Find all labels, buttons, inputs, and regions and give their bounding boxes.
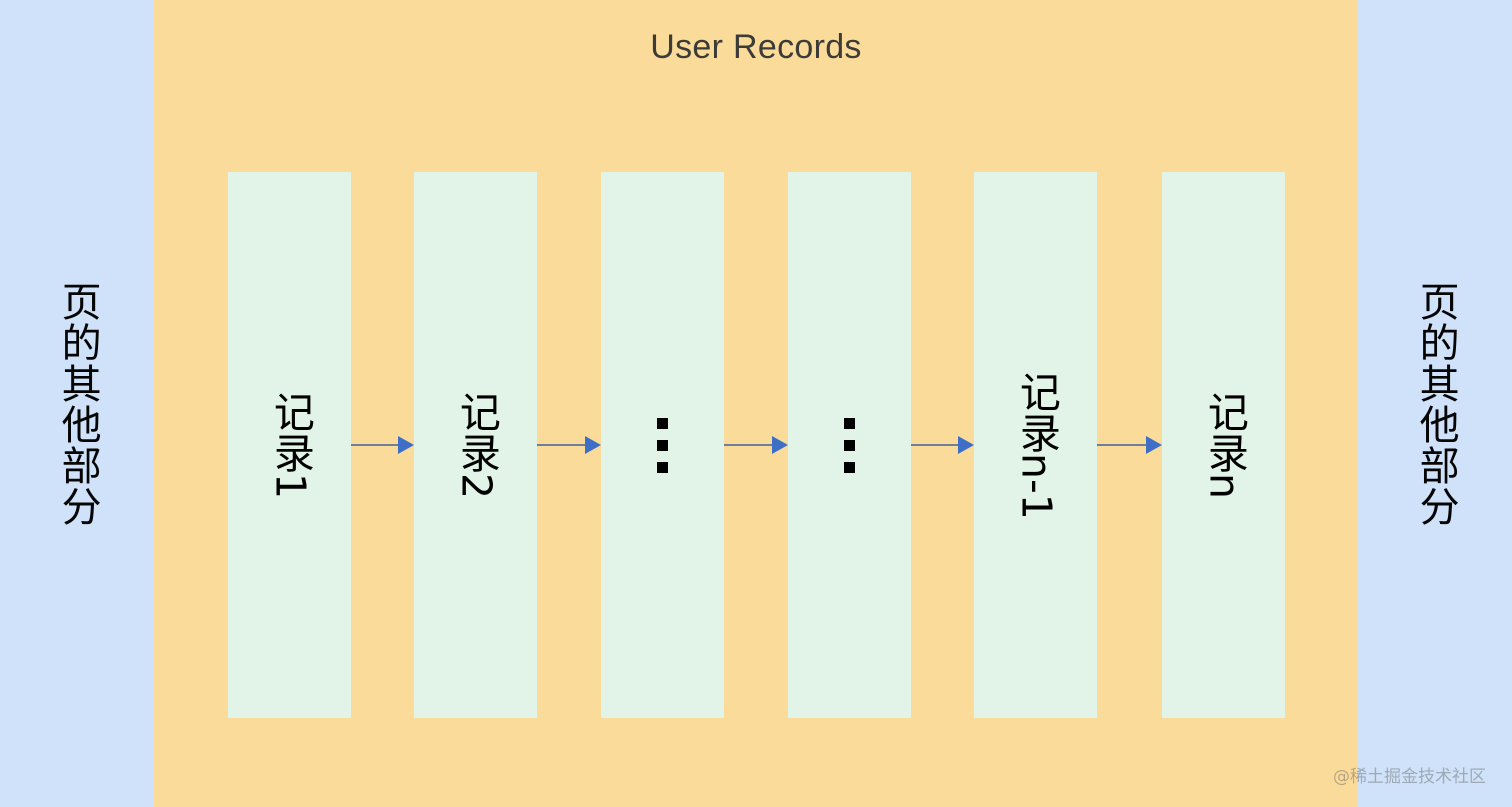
arrow-head-icon — [958, 436, 974, 454]
arrow-head-icon — [1146, 436, 1162, 454]
arrow-shaft — [1097, 444, 1147, 446]
record-arrow-2 — [537, 436, 601, 454]
arrow-head-icon — [585, 436, 601, 454]
arrow-shaft — [724, 444, 773, 446]
record-arrow-5 — [1097, 436, 1162, 454]
arrow-shaft — [351, 444, 399, 446]
arrow-head-icon — [398, 436, 414, 454]
record-column-4[interactable] — [788, 172, 911, 718]
record-column-5[interactable]: 记录n-1 — [974, 172, 1097, 718]
record-label-1: 记录1 — [266, 390, 315, 500]
left-page-remainder-label: 页的其他部分 — [54, 280, 101, 527]
watermark: @稀土掘金技术社区 — [1333, 767, 1486, 787]
record-column-1[interactable]: 记录1 — [228, 172, 351, 718]
vertical-ellipsis-icon — [657, 417, 668, 473]
record-column-3[interactable] — [601, 172, 724, 718]
arrow-shaft — [537, 444, 586, 446]
arrow-head-icon — [772, 436, 788, 454]
vertical-ellipsis-icon — [844, 417, 855, 473]
record-arrow-3 — [724, 436, 788, 454]
record-arrow-4 — [911, 436, 974, 454]
panel-title: User Records — [650, 28, 862, 66]
right-page-remainder-label: 页的其他部分 — [1412, 280, 1459, 527]
record-column-2[interactable]: 记录2 — [414, 172, 537, 718]
record-arrow-1 — [351, 436, 414, 454]
user-records-panel: User Records 记录1 记录2 — [154, 0, 1358, 807]
record-label-5: 记录n-1 — [1012, 370, 1061, 520]
record-column-6[interactable]: 记录n — [1162, 172, 1285, 718]
record-label-2: 记录2 — [452, 390, 501, 500]
record-label-6: 记录n — [1200, 391, 1249, 499]
arrow-shaft — [911, 444, 959, 446]
